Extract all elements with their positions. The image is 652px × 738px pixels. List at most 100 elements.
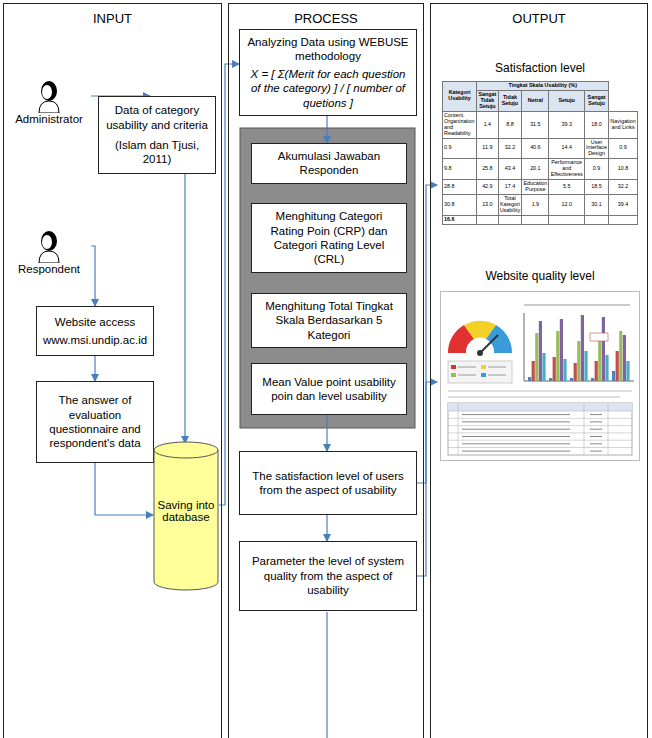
flow-arrow — [417, 382, 437, 576]
table-row: 30.813.0Total Kategori Usability1.912.03… — [443, 195, 638, 216]
table-cell: 39.4 — [609, 195, 638, 216]
table-cell: 25.8 — [477, 159, 498, 180]
table-cell — [498, 215, 522, 224]
output-panel: Satisfaction levelKategori UsabilityTing… — [437, 61, 643, 225]
table-cell: 0.9 — [443, 138, 477, 159]
flow-arrow — [219, 64, 239, 505]
table-row: 9.825.843.420.1Performance and Effective… — [443, 159, 638, 180]
table-cell — [609, 215, 638, 224]
process-box: Akumulasi Jawaban Responden — [251, 143, 407, 184]
table-cell: 32.2 — [609, 180, 638, 195]
flow-arrow — [91, 246, 95, 306]
process-box: Menghitung Categori Rating Poin (CRP) da… — [251, 203, 407, 273]
node-text: Respondent — [7, 263, 91, 275]
table-cell: 30.1 — [584, 195, 608, 216]
table-cell: Total Kategori Usability — [498, 195, 522, 216]
table-cell: 43.4 — [498, 159, 522, 180]
table-cell: 1.4 — [477, 111, 498, 138]
process-box: Data of category usability and criteria (… — [98, 96, 216, 174]
table-cell: 5.5 — [549, 180, 584, 195]
node-text: The satisfaction level of users from the… — [246, 469, 410, 498]
table-row: 0.911.932.240.614.4User Interface Design… — [443, 138, 638, 159]
table-cell: 31.5 — [522, 111, 549, 138]
column-heading: INPUT — [4, 4, 221, 26]
column-panel: INPUT Administrator Data of category usabi… — [3, 3, 222, 738]
satisfaction-table: Kategori UsabilityTingkat Skala Usabilit… — [442, 81, 638, 225]
table-row: Content, Organization and Readability1.4… — [443, 111, 638, 138]
table-cell: 18.0 — [584, 111, 608, 138]
table-cell: 16.6 — [443, 215, 477, 224]
table-cell: Performance and Effectiveness — [549, 159, 584, 180]
flow-arrow — [94, 356, 95, 381]
table-cell: 0.9 — [584, 159, 608, 180]
table-cell: User Interface Design — [584, 138, 608, 159]
actor: Respondent — [7, 229, 91, 275]
node-text: The answer of evaluation questionnaire a… — [43, 393, 147, 451]
table-cell — [584, 215, 608, 224]
table-cell: 39.3 — [549, 111, 584, 138]
table-cell: 17.4 — [498, 180, 522, 195]
table-cell: 20.1 — [522, 159, 549, 180]
actor: Administrator — [7, 79, 91, 125]
process-box: The answer of evaluation questionnaire a… — [36, 381, 154, 463]
table-row: Kategori UsabilityTingkat Skala Usabilit… — [443, 82, 638, 91]
process-box: The satisfaction level of users from the… — [239, 451, 417, 515]
node-text: Website quality level — [437, 269, 643, 283]
flow-arrow — [326, 116, 327, 143]
node-text: Satisfaction level — [437, 61, 643, 75]
table-cell: Content, Organization and Readability — [443, 111, 477, 138]
node-text: Administrator — [7, 113, 91, 125]
table-cell: 0.9 — [609, 138, 638, 159]
column-heading: OUTPUT — [431, 4, 647, 26]
table-cell: 1.9 — [522, 195, 549, 216]
column-panel: PROCESS Analyzing Data using WEBUSE metho… — [228, 3, 424, 738]
output-panel: Website quality level — [437, 269, 643, 461]
table-cell: 14.4 — [549, 138, 584, 159]
node-text: Data of category usability and criteria — [105, 103, 209, 132]
process-box: Analyzing Data using WEBUSE methodologyX… — [239, 29, 417, 116]
process-box: Parameter the level of system quality fr… — [239, 541, 417, 611]
table-cell: Sangat Setuju — [584, 90, 608, 111]
node-text: Saving into database — [156, 499, 216, 523]
table-cell: Kategori Usability — [443, 82, 477, 112]
table-cell: 11.9 — [477, 138, 498, 159]
exit-line — [326, 612, 327, 738]
grey-panel — [240, 128, 415, 428]
table-cell — [549, 215, 584, 224]
table-row: 28.842.917.4Education Purpose5.518.532.2 — [443, 180, 638, 195]
flow-arrow — [417, 185, 437, 483]
process-box: Mean Value point usability poin dan leve… — [251, 363, 407, 415]
node-text: Menghitung Categori Rating Poin (CRP) da… — [258, 209, 400, 267]
table-row: 16.6 — [443, 215, 638, 224]
flow-arrow — [184, 174, 185, 443]
flow-arrow — [95, 463, 153, 515]
table-cell: Setuju — [549, 90, 584, 111]
table-cell: Netral — [522, 90, 549, 111]
table-cell: Sangat Tidak Setuju — [477, 90, 498, 111]
table-cell: 40.6 — [522, 138, 549, 159]
table-cell: Education Purpose — [522, 180, 549, 195]
quality-thumbnail — [440, 291, 640, 461]
flow-arrow — [326, 515, 327, 541]
table-cell: 10.8 — [609, 159, 638, 180]
table-cell: Navigation and Links — [609, 111, 638, 138]
table-cell: 30.8 — [443, 195, 477, 216]
node-text: Analyzing Data using WEBUSE methodology — [246, 35, 410, 64]
table-cell: 12.0 — [549, 195, 584, 216]
column-heading: PROCESS — [229, 4, 423, 26]
node-subtext: (Islam dan Tjusi, 2011) — [105, 138, 209, 167]
table-cell: 9.8 — [443, 159, 477, 180]
table-cell: 32.2 — [498, 138, 522, 159]
person-icon — [34, 79, 64, 113]
table-cell — [522, 215, 549, 224]
table-cell: Tingkat Skala Usability (%) — [477, 82, 609, 91]
table-cell: Tidak Setuju — [498, 90, 522, 111]
process-box: Menghitung Total Tingkat Skala Berdasark… — [251, 293, 407, 348]
table-cell: 42.9 — [477, 180, 498, 195]
node-text: Menghitung Total Tingkat Skala Berdasark… — [258, 299, 400, 342]
node-text: Akumulasi Jawaban Responden — [258, 149, 400, 178]
column-panel: OUTPUT Satisfaction levelKategori Usabili… — [430, 3, 648, 738]
node-text: Parameter the level of system quality fr… — [246, 554, 410, 597]
table-cell: 18.5 — [584, 180, 608, 195]
table-cell — [477, 215, 498, 224]
